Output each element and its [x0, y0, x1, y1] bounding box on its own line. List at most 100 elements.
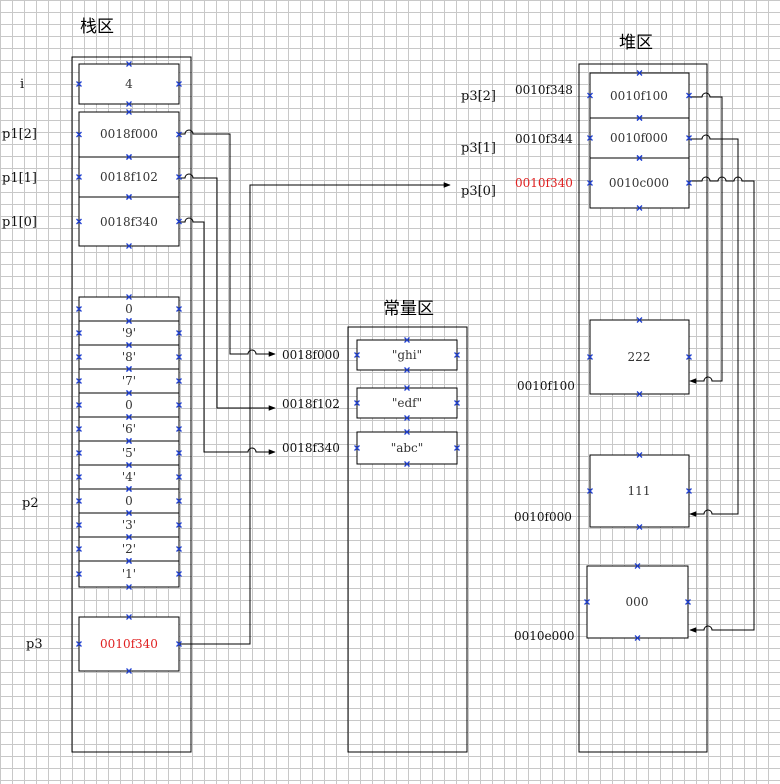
p2-cell-value: '3' [122, 518, 136, 532]
connection-handle[interactable] [126, 486, 132, 492]
connection-handle[interactable] [686, 92, 692, 99]
connection-handle[interactable] [685, 599, 691, 605]
connection-handle[interactable] [176, 546, 182, 552]
connection-handle[interactable] [126, 109, 132, 115]
connection-handle[interactable] [176, 330, 182, 336]
connection-handle[interactable] [76, 378, 82, 384]
connection-handle[interactable] [126, 342, 132, 348]
connection-handle[interactable] [354, 400, 360, 406]
connection-handle[interactable] [76, 450, 82, 456]
connection-handle[interactable] [176, 131, 182, 138]
connection-handle[interactable] [76, 330, 82, 336]
connection-handle[interactable] [454, 352, 460, 358]
connection-handle[interactable] [76, 426, 82, 432]
heap-block-111[interactable] [589, 454, 690, 528]
connection-handle[interactable] [686, 488, 692, 494]
connection-handle[interactable] [126, 414, 132, 420]
connection-handle[interactable] [76, 546, 82, 552]
connection-handle[interactable] [126, 510, 132, 516]
connection-handle[interactable] [126, 294, 132, 300]
connection-handle[interactable] [76, 522, 82, 528]
connection-handle[interactable] [634, 563, 641, 569]
connection-handle[interactable] [354, 352, 360, 358]
connection-handle[interactable] [176, 402, 182, 408]
heap-block-000[interactable] [586, 565, 689, 639]
connection-handle[interactable] [176, 641, 182, 647]
connection-handle[interactable] [126, 243, 132, 249]
connection-handle[interactable] [176, 218, 182, 225]
connection-handle[interactable] [176, 474, 182, 480]
connection-handle[interactable] [76, 402, 82, 408]
connection-handle[interactable] [76, 306, 82, 312]
connection-handle[interactable] [126, 194, 132, 200]
connection-handle[interactable] [176, 354, 182, 360]
connection-handle[interactable] [126, 534, 132, 540]
connection-handle[interactable] [354, 445, 360, 451]
connection-handle[interactable] [636, 452, 643, 458]
connection-handle[interactable] [126, 668, 132, 674]
connection-handle[interactable] [636, 524, 643, 530]
connection-handle[interactable] [76, 81, 82, 87]
connection-handle[interactable] [126, 584, 132, 590]
connection-handle[interactable] [636, 70, 643, 76]
connection-handle[interactable] [176, 426, 182, 432]
connection-handle[interactable] [587, 488, 593, 494]
connection-handle[interactable] [76, 641, 82, 647]
p2-cell[interactable] [78, 392, 180, 418]
connection-handle[interactable] [634, 635, 641, 641]
connection-handle[interactable] [587, 354, 593, 360]
connection-handle[interactable] [176, 174, 182, 180]
connection-handle[interactable] [454, 445, 460, 451]
connection-handle[interactable] [686, 180, 692, 186]
connection-handle[interactable] [126, 390, 132, 396]
connection-handle[interactable] [584, 599, 590, 605]
connection-handle[interactable] [76, 571, 82, 577]
connection-handle[interactable] [176, 306, 182, 312]
const-ghi-cell[interactable] [356, 339, 458, 371]
connection-handle[interactable] [76, 498, 82, 504]
connection-handle[interactable] [76, 174, 82, 180]
connection-handle[interactable] [126, 154, 132, 160]
connection-handle[interactable] [587, 92, 593, 99]
connection-handle[interactable] [587, 135, 593, 141]
connection-handle[interactable] [76, 354, 82, 360]
connection-handle[interactable] [126, 101, 132, 107]
stack-i[interactable]: 4 [78, 63, 180, 105]
connection-handle[interactable] [404, 367, 410, 373]
connection-handle[interactable] [176, 81, 182, 87]
const-edf-cell[interactable] [356, 387, 458, 419]
connection-handle[interactable] [587, 180, 593, 186]
const-abc-cell[interactable] [356, 431, 458, 465]
connection-handle[interactable] [126, 614, 132, 620]
connection-handle[interactable] [126, 61, 132, 67]
connection-handle[interactable] [404, 461, 410, 467]
connection-handle[interactable] [404, 429, 410, 435]
connection-handle[interactable] [76, 474, 82, 480]
connection-handle[interactable] [126, 438, 132, 444]
connection-handle[interactable] [176, 378, 182, 384]
connection-handle[interactable] [404, 337, 410, 343]
connection-handle[interactable] [636, 317, 643, 323]
connection-handle[interactable] [176, 571, 182, 577]
connection-handle[interactable] [636, 155, 643, 161]
connection-handle[interactable] [636, 391, 643, 397]
connection-handle[interactable] [76, 218, 82, 225]
heap-block-222[interactable] [589, 319, 690, 395]
connection-handle[interactable] [126, 558, 132, 564]
connection-handle[interactable] [636, 205, 643, 211]
connection-handle[interactable] [404, 415, 410, 421]
connection-handle[interactable] [686, 135, 692, 141]
p2-cell[interactable] [78, 464, 180, 490]
const-ghi-addr: 0018f000 [282, 348, 340, 362]
connection-handle[interactable] [176, 522, 182, 528]
connection-handle[interactable] [126, 462, 132, 468]
connection-handle[interactable] [126, 366, 132, 372]
connection-handle[interactable] [454, 400, 460, 406]
connection-handle[interactable] [176, 498, 182, 504]
connection-handle[interactable] [126, 318, 132, 324]
connection-handle[interactable] [404, 385, 410, 391]
connection-handle[interactable] [686, 354, 692, 360]
connection-handle[interactable] [76, 131, 82, 138]
connection-handle[interactable] [176, 450, 182, 456]
connection-handle[interactable] [636, 115, 643, 121]
